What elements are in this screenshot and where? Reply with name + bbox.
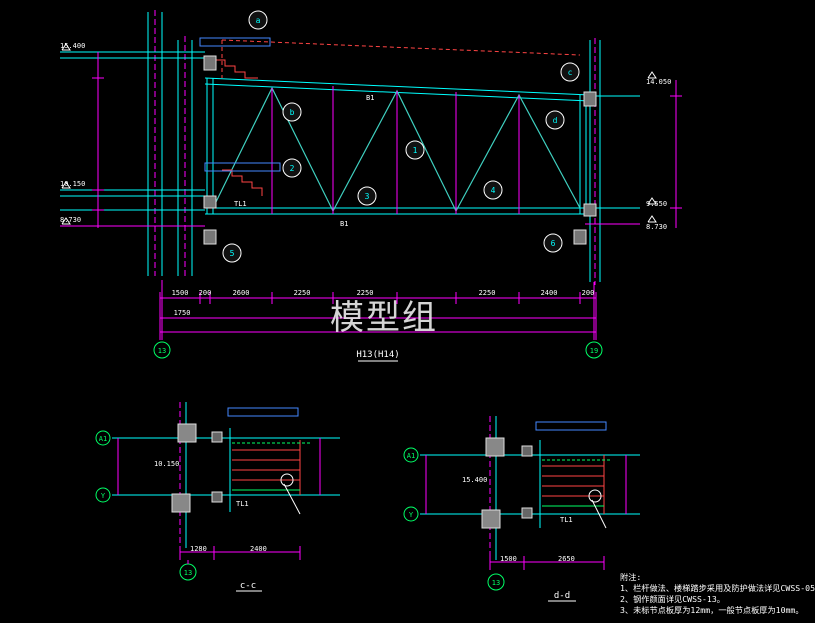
dim-8: 200 <box>582 289 595 297</box>
section-d-title: d-d <box>554 591 570 601</box>
bubble-label-4: 4 <box>491 186 496 195</box>
cad-drawing-canvas: 15.400 10.150 8.730 14.050 9.550 8.730 1… <box>60 10 682 602</box>
detail-bubble-6 <box>543 233 563 253</box>
dim-2: 200 <box>199 289 212 297</box>
section-d-d <box>420 416 640 570</box>
detail-bubble-d <box>545 110 565 130</box>
elev-right-low: 8.730 <box>646 223 667 231</box>
dim-6: 2250 <box>479 289 496 297</box>
section-d-elev: 15.400 <box>462 476 487 484</box>
section-c-label: TL1 <box>236 500 249 508</box>
section-d-axis-y: Y <box>409 511 414 519</box>
section-c-axis-y: Y <box>101 492 106 500</box>
detail-bubble-4 <box>483 180 503 200</box>
detail-bubble-1 <box>405 140 425 160</box>
bubble-label-1: 1 <box>413 146 418 155</box>
notes-block: 附注: 1、栏杆做法、楼梯踏步采用及防护做法详见CWSS-05 2、钢作颜面详见… <box>620 572 815 616</box>
bubble-label-b: b <box>290 108 295 117</box>
dim-total: 1750 <box>174 309 191 317</box>
note-2: 2、钢作颜面详见CWSS-13。 <box>620 594 725 604</box>
detail-bubble-3 <box>357 186 377 206</box>
section-c-elev: 10.150 <box>154 460 179 468</box>
section-c-axis-a1: A1 <box>99 435 107 443</box>
label-b1-bot: B1 <box>340 220 348 228</box>
bubble-label-3: 3 <box>365 192 370 201</box>
elev-left-low: 8.730 <box>60 216 81 224</box>
detail-bubble-b <box>282 102 302 122</box>
detail-bubble-5 <box>222 243 242 263</box>
section-d-label: TL1 <box>560 516 573 524</box>
bubble-label-6: 6 <box>551 239 556 248</box>
elev-left-mid: 10.150 <box>60 180 85 188</box>
section-d-dim-2: 2650 <box>558 555 575 563</box>
bubble-label-2: 2 <box>290 164 295 173</box>
section-c-c <box>112 402 340 564</box>
main-title: H13(H14) <box>356 350 399 360</box>
detail-bubbles <box>222 10 580 263</box>
elev-left-top: 15.400 <box>60 42 85 50</box>
bubble-label-c: c <box>568 68 573 77</box>
bubble-label-a: a <box>256 16 261 25</box>
note-1: 1、栏杆做法、楼梯踏步采用及防护做法详见CWSS-05 <box>620 583 815 593</box>
section-c-axis-13: 13 <box>184 569 192 577</box>
detail-bubble-a <box>248 10 268 30</box>
section-c-dim-1: 1280 <box>190 545 207 553</box>
section-d-dim-1: 1500 <box>500 555 517 563</box>
elev-right-top: 14.050 <box>646 78 671 86</box>
dim-4: 2250 <box>294 289 311 297</box>
section-c-dim-2: 2400 <box>250 545 267 553</box>
axis-bubbles <box>95 341 603 591</box>
note-header: 附注: <box>620 572 642 582</box>
label-b1-top: B1 <box>366 94 374 102</box>
axis-label-19: 19 <box>590 347 598 355</box>
section-c-title: c-c <box>240 581 256 591</box>
main-elevation <box>60 10 682 340</box>
dim-5: 2250 <box>357 289 374 297</box>
watermark: 模型组 <box>330 298 438 338</box>
section-d-axis-13: 13 <box>492 579 500 587</box>
detail-bubble-2 <box>282 158 302 178</box>
elev-right-mid: 9.550 <box>646 200 667 208</box>
dim-1: 1500 <box>172 289 189 297</box>
dim-7: 2400 <box>541 289 558 297</box>
detail-bubble-c <box>560 62 580 82</box>
bubble-label-5: 5 <box>230 249 235 258</box>
note-3: 3、未标节点板厚为12mm，一般节点板厚为10mm。 <box>620 605 804 615</box>
label-tl1: TL1 <box>234 200 247 208</box>
bubble-label-d: d <box>553 116 558 125</box>
section-d-axis-a1: A1 <box>407 452 415 460</box>
axis-label-13: 13 <box>158 347 166 355</box>
dim-3: 2600 <box>233 289 250 297</box>
